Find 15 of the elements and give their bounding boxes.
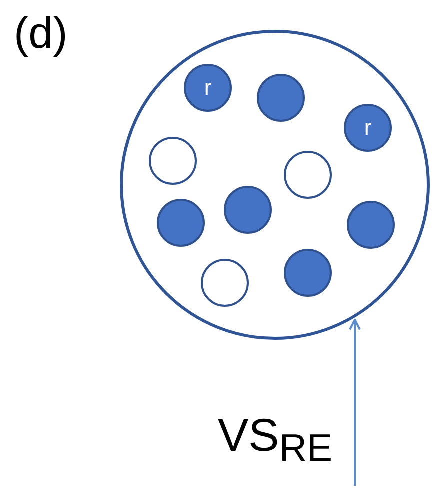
filled-circle [157, 199, 205, 247]
open-circle [149, 137, 197, 185]
arrow [349, 318, 361, 486]
filled-circle [347, 201, 395, 249]
filled-circle [224, 186, 272, 234]
node-letter: r [364, 117, 372, 139]
panel-label: (d) [14, 10, 68, 58]
filled-circle [184, 64, 232, 112]
open-circle [284, 151, 332, 199]
open-circle [201, 259, 249, 307]
signal-label: VS$_{RE}$ [218, 410, 360, 486]
filled-circle [284, 249, 332, 297]
node-letter: r [204, 77, 212, 99]
filled-circle [257, 74, 305, 122]
filled-circle [344, 104, 392, 152]
